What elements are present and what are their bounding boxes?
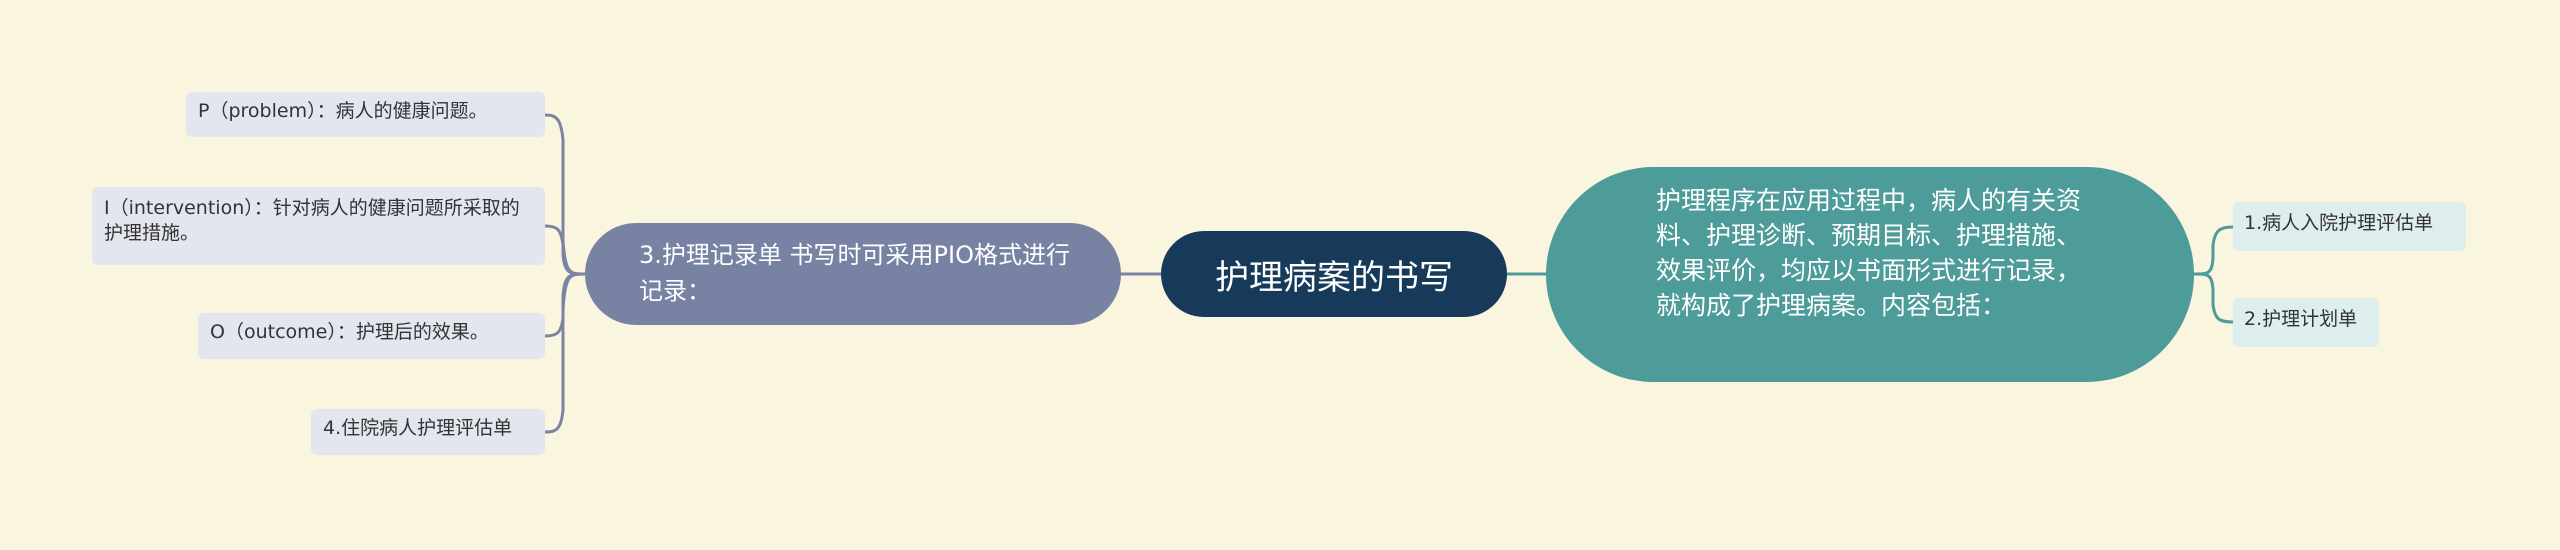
leaf-topic-admission-assessment[interactable]: 1.病人入院护理评估单 (2233, 202, 2466, 251)
connector-left-4 (544, 272, 586, 434)
root-topic[interactable]: 护理病案的书写 (1161, 231, 1507, 317)
connector-left-p (544, 113, 586, 276)
left-branch-topic[interactable]: 3.护理记录单 书写时可采用PIO格式进行记录： (585, 223, 1121, 325)
leaf-label: P（problem）：病人的健康问题。 (198, 100, 488, 122)
leaf-topic-intervention[interactable]: I（intervention）：针对病人的健康问题所采取的护理措施。 (92, 187, 545, 265)
root-topic-label: 护理病案的书写 (1215, 257, 1453, 298)
leaf-topic-problem[interactable]: P（problem）：病人的健康问题。 (186, 92, 545, 137)
leaf-label: 2.护理计划单 (2244, 308, 2358, 330)
right-branch-topic[interactable]: 护理程序在应用过程中，病人的有关资料、护理诊断、预期目标、护理措施、效果评价，均… (1546, 167, 2194, 382)
leaf-topic-outcome[interactable]: O（outcome）：护理后的效果。 (198, 313, 545, 359)
leaf-label: O（outcome）：护理后的效果。 (210, 321, 489, 343)
left-branch-label: 3.护理记录单 书写时可采用PIO格式进行记录： (639, 241, 1070, 305)
connector-left-o (544, 272, 586, 338)
leaf-label: 4.住院病人护理评估单 (323, 417, 513, 439)
connector-right-2 (2193, 272, 2234, 324)
leaf-topic-care-plan[interactable]: 2.护理计划单 (2233, 298, 2379, 347)
leaf-label: I（intervention）：针对病人的健康问题所采取的护理措施。 (104, 197, 520, 244)
leaf-topic-inpatient-assessment[interactable]: 4.住院病人护理评估单 (311, 409, 545, 455)
connector-right-1 (2193, 225, 2234, 276)
leaf-label: 1.病人入院护理评估单 (2244, 212, 2434, 234)
right-branch-label: 护理程序在应用过程中，病人的有关资料、护理诊断、预期目标、护理措施、效果评价，均… (1656, 186, 2082, 320)
